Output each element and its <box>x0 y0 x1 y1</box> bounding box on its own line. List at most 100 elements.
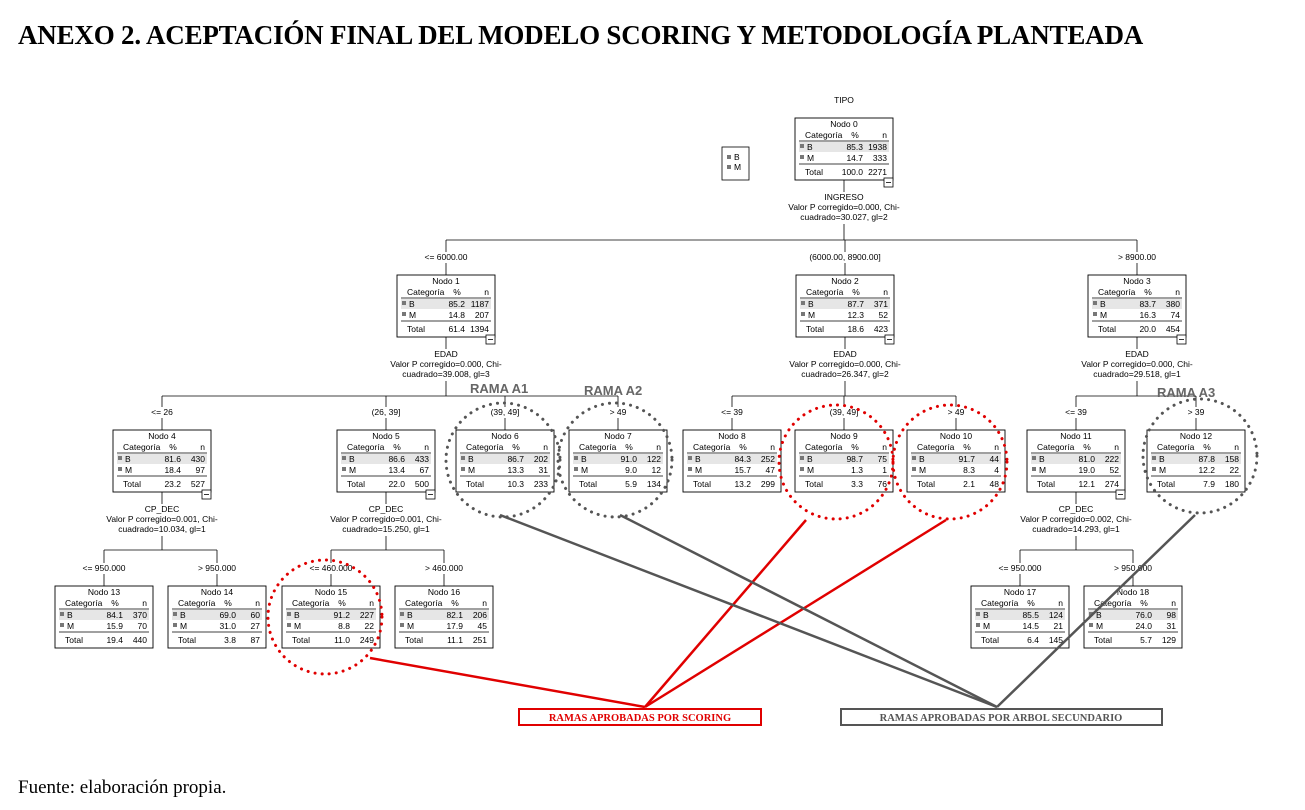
split-info: CP_DEC <box>145 504 179 514</box>
scoring-connector <box>644 519 807 708</box>
count-value: 122 <box>647 454 661 464</box>
category-swatch-icon <box>574 456 578 460</box>
category-swatch-icon <box>287 612 291 616</box>
percent-value: 5.9 <box>625 479 637 489</box>
column-header: n <box>424 442 429 452</box>
page-title: ANEXO 2. ACEPTACIÓN FINAL DEL MODELO SCO… <box>18 20 1144 50</box>
split-info: Valor P corregido=0.000, Chi- <box>1081 359 1193 369</box>
percent-value: 85.3 <box>846 142 863 152</box>
category-swatch-icon <box>342 467 346 471</box>
percent-value: 18.6 <box>847 324 864 334</box>
category-label: M <box>808 310 815 320</box>
percent-value: 13.4 <box>388 465 405 475</box>
count-value: 22 <box>365 621 375 631</box>
node-title: Nodo 18 <box>1117 587 1149 597</box>
category-label: M <box>409 310 416 320</box>
split-info: Valor P corregido=0.002, Chi- <box>1020 514 1132 524</box>
total-label: Total <box>805 167 823 177</box>
count-value: 274 <box>1105 479 1119 489</box>
column-header: Categoría <box>806 287 844 297</box>
category-label: B <box>409 299 415 309</box>
percent-value: 69.0 <box>219 610 236 620</box>
category-label: M <box>294 621 301 631</box>
category-label: B <box>1100 299 1106 309</box>
split-info: cuadrado=10.034, gl=1 <box>118 524 206 534</box>
category-label: B <box>67 610 73 620</box>
percent-value: 3.8 <box>224 635 236 645</box>
column-header: Categoría <box>1037 442 1075 452</box>
column-header: Categoría <box>347 442 385 452</box>
column-header: n <box>1058 598 1063 608</box>
count-value: 98 <box>1167 610 1177 620</box>
count-value: 70 <box>138 621 148 631</box>
edge-label: <= 460.000 <box>309 563 352 573</box>
count-value: 380 <box>1166 299 1180 309</box>
percent-value: 14.7 <box>846 153 863 163</box>
count-value: 45 <box>478 621 488 631</box>
category-swatch-icon <box>1089 623 1093 627</box>
edge-label: (26, 39] <box>372 407 401 417</box>
count-value: 74 <box>1171 310 1181 320</box>
column-header: % <box>851 130 859 140</box>
secondary-label-box <box>840 708 1163 726</box>
category-label: B <box>807 454 813 464</box>
edge-label: (39, 49] <box>491 407 520 417</box>
edge-label: (39, 49] <box>830 407 859 417</box>
category-swatch-icon <box>976 623 980 627</box>
split-info: INGRESO <box>824 192 864 202</box>
percent-value: 16.3 <box>1139 310 1156 320</box>
category-swatch-icon <box>1093 301 1097 305</box>
column-header: % <box>451 598 459 608</box>
count-value: 87 <box>251 635 261 645</box>
total-label: Total <box>178 635 196 645</box>
category-swatch-icon <box>402 312 406 316</box>
legend-swatch-icon <box>727 165 731 169</box>
column-header: Categoría <box>805 442 843 452</box>
category-label: B <box>1096 610 1102 620</box>
category-swatch-icon <box>1152 467 1156 471</box>
count-value: 207 <box>475 310 489 320</box>
total-label: Total <box>347 479 365 489</box>
count-value: 180 <box>1225 479 1239 489</box>
count-value: 21 <box>1054 621 1064 631</box>
count-value: 202 <box>534 454 548 464</box>
category-swatch-icon <box>1089 612 1093 616</box>
total-label: Total <box>466 479 484 489</box>
percent-value: 31.0 <box>219 621 236 631</box>
count-value: 371 <box>874 299 888 309</box>
category-label: B <box>919 454 925 464</box>
percent-value: 10.3 <box>507 479 524 489</box>
count-value: 222 <box>1105 454 1119 464</box>
total-label: Total <box>1157 479 1175 489</box>
category-swatch-icon <box>574 467 578 471</box>
column-header: Categoría <box>805 130 843 140</box>
category-swatch-icon <box>342 456 346 460</box>
node-title: Nodo 2 <box>831 276 859 286</box>
column-header: n <box>369 598 374 608</box>
percent-value: 24.0 <box>1135 621 1152 631</box>
column-header: n <box>883 287 888 297</box>
category-swatch-icon <box>1093 312 1097 316</box>
split-info: Valor P corregido=0.001, Chi- <box>330 514 442 524</box>
count-value: 430 <box>191 454 205 464</box>
category-swatch-icon <box>688 456 692 460</box>
